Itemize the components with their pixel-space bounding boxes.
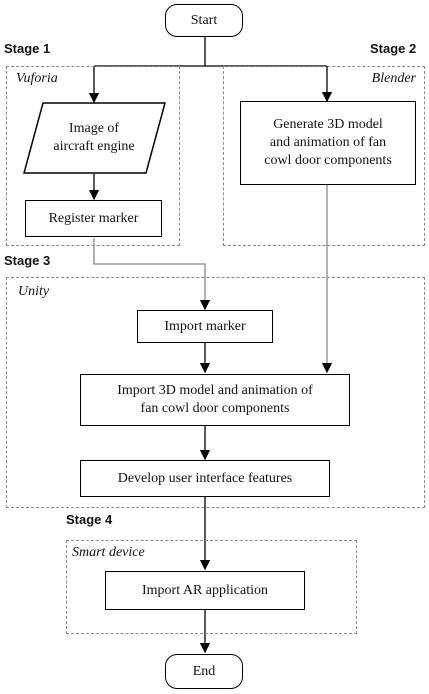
import-marker-step: Import marker <box>137 310 273 343</box>
connector-register-import <box>93 238 211 311</box>
stage-4-label: Stage 4 <box>66 512 113 527</box>
region-unity-label: Unity <box>18 284 50 299</box>
develop-ui-step: Develop user interface features <box>80 460 330 497</box>
end-terminal: End <box>165 654 243 689</box>
stage-1-label: Stage 1 <box>4 41 51 56</box>
import-ar-step: Import AR application <box>105 571 305 610</box>
region-blender: Blender <box>223 66 425 246</box>
region-smart-device-label: Smart device <box>72 545 145 560</box>
stage-3-label: Stage 3 <box>4 253 51 268</box>
start-terminal: Start <box>165 4 243 37</box>
generate-model-step: Generate 3D model and animation of fan c… <box>240 101 416 185</box>
stage-2-label: Stage 2 <box>370 41 417 56</box>
region-smart-device: Smart device <box>66 540 357 634</box>
image-of-engine-step: Image of aircraft engine <box>53 121 135 154</box>
region-unity: Unity <box>6 277 425 508</box>
register-marker-step: Register marker <box>25 200 162 237</box>
region-blender-label: Blender <box>371 71 416 86</box>
region-vuforia: Vuforia <box>6 66 180 246</box>
import-model-step: Import 3D model and animation of fan cow… <box>80 374 350 426</box>
parallelogram-shape <box>23 102 166 174</box>
region-vuforia-label: Vuforia <box>16 71 58 86</box>
